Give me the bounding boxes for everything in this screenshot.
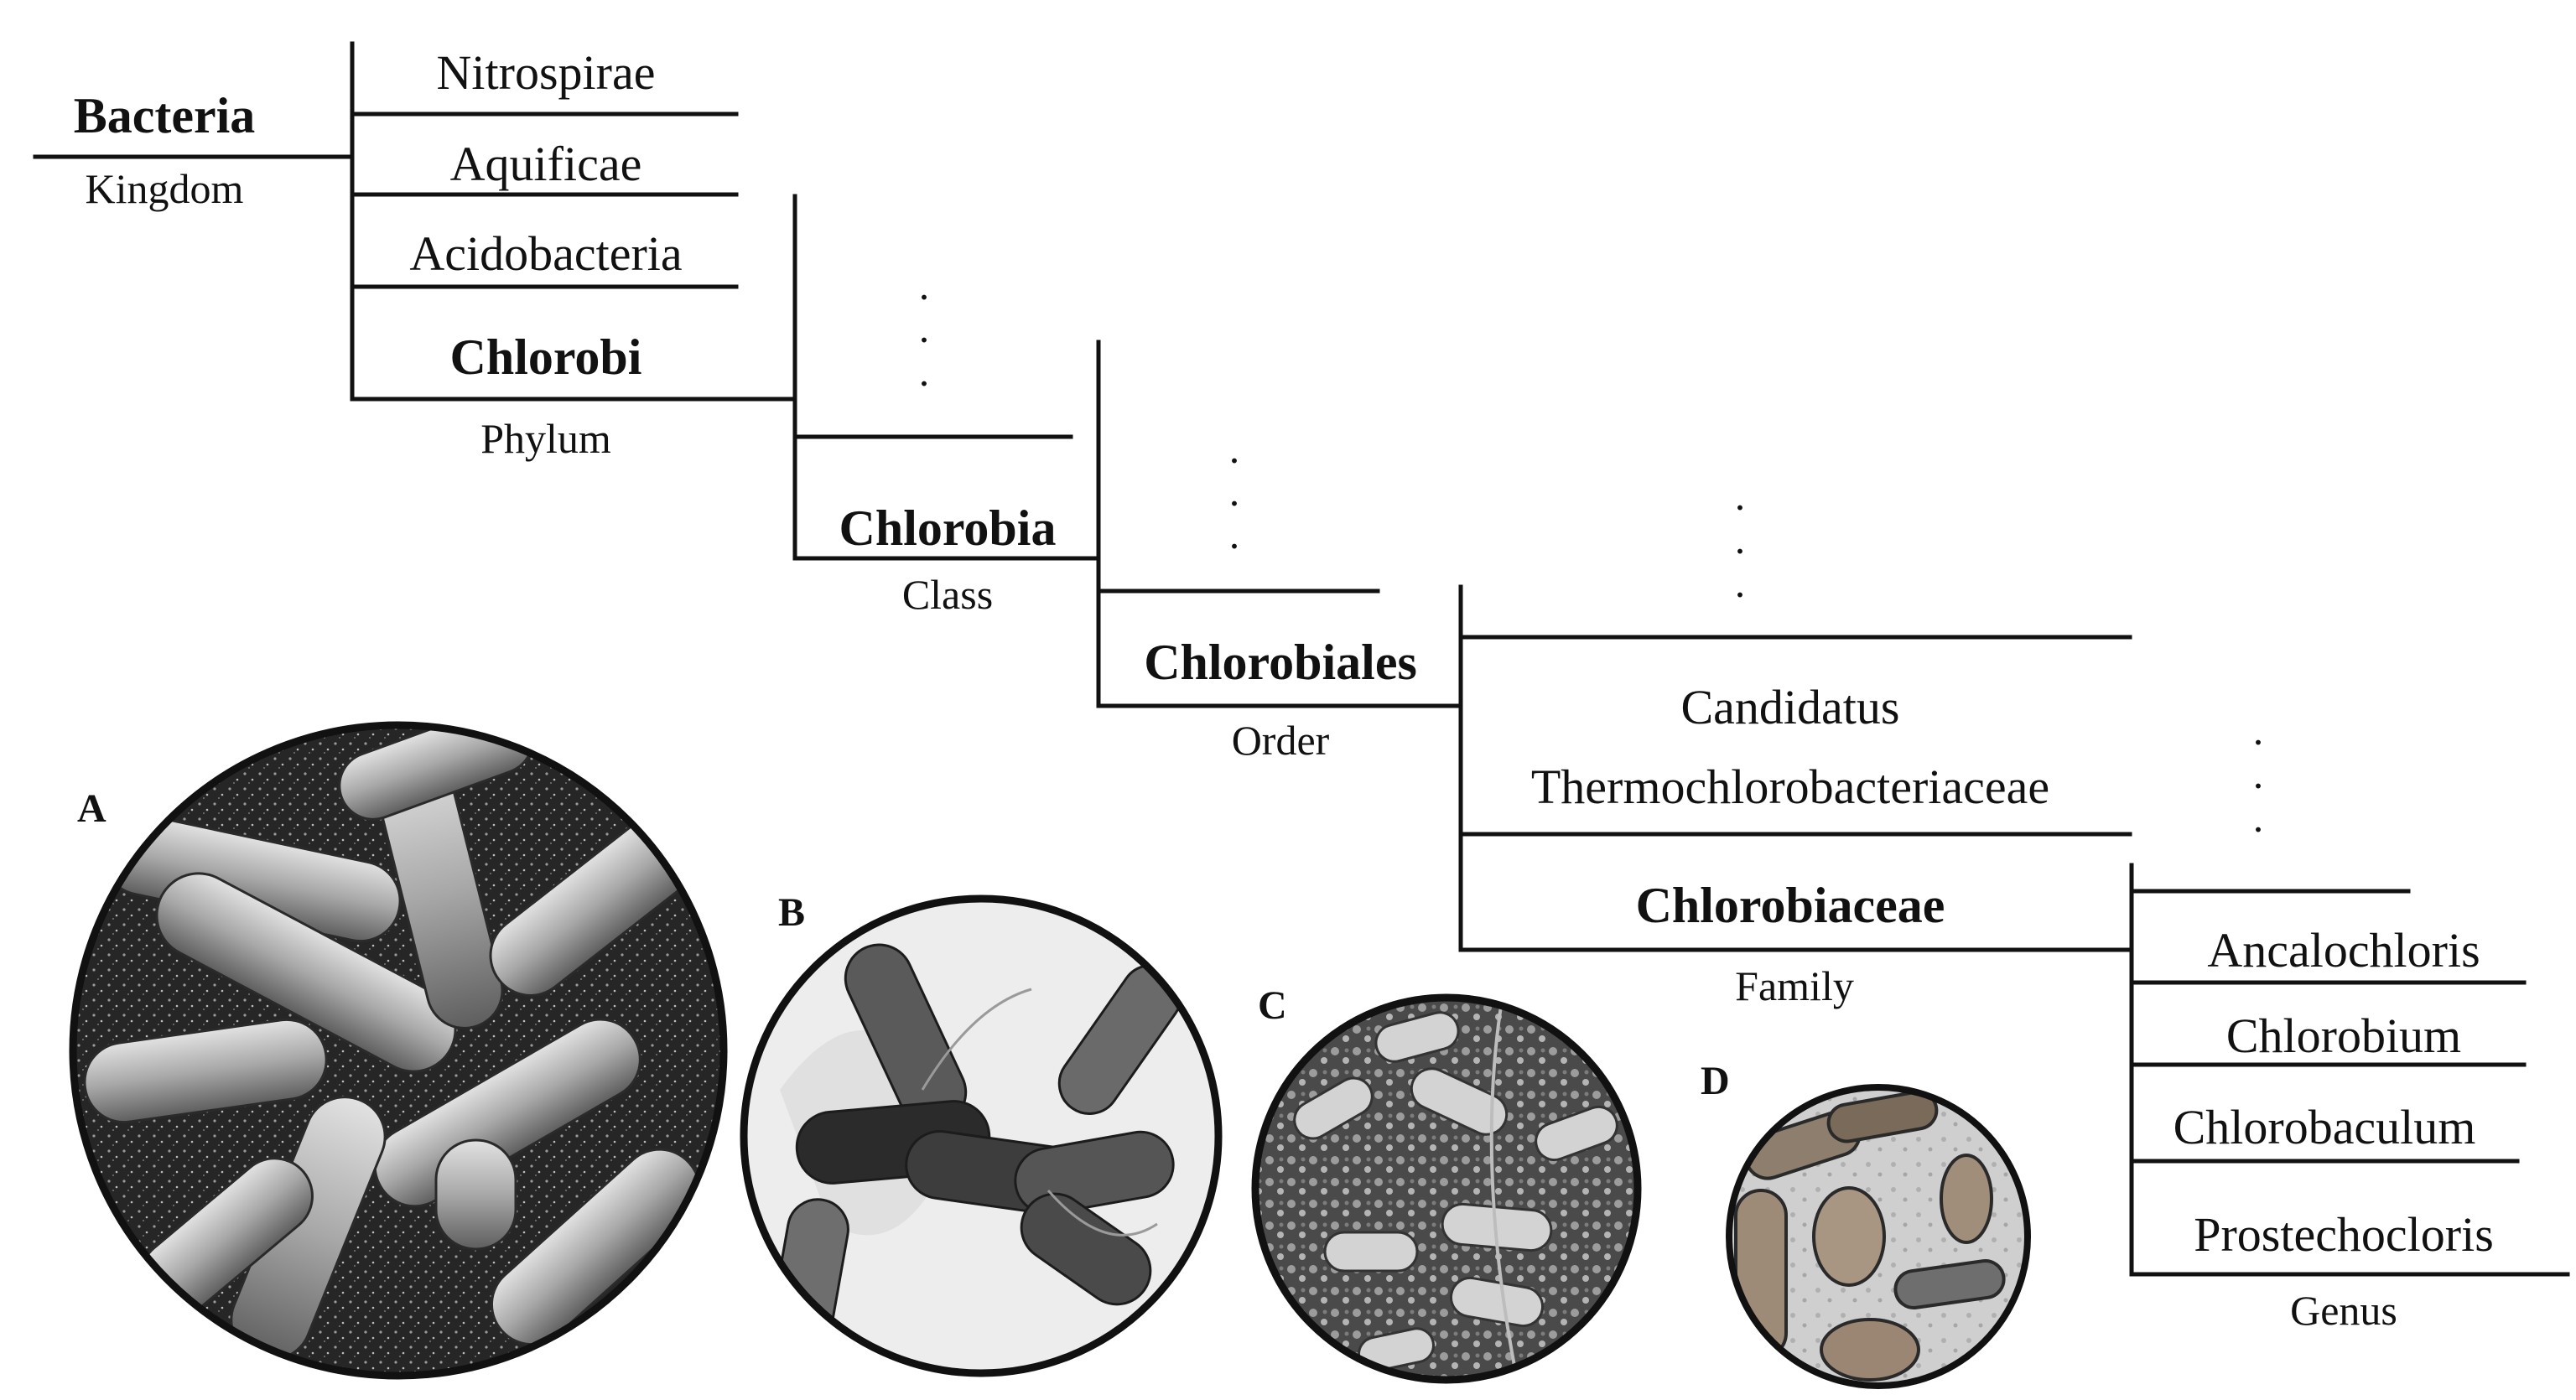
ellipsis-class: . . . <box>1229 425 1240 557</box>
genus-label-chlorobium: Chlorobium <box>2226 1009 2461 1063</box>
kingdom-name: Bacteria <box>74 88 256 143</box>
panel-label-c: C <box>1258 983 1287 1028</box>
genus-label-prostechocloris: Prostechocloris <box>2194 1207 2494 1262</box>
ellipsis-dot: . <box>919 304 930 351</box>
phylum-label-aquificae: Aquificae <box>450 137 642 191</box>
genus-rank: Genus <box>2290 1287 2397 1334</box>
ellipsis-dot: . <box>1735 559 1746 606</box>
phylum-name: Chlorobi <box>450 329 642 385</box>
kingdom-rank: Kingdom <box>86 165 244 212</box>
ellipsis-order: . . . <box>1735 472 1746 606</box>
ellipsis-dot: . <box>1735 472 1746 519</box>
ellipsis-dot: . <box>2253 794 2264 841</box>
ellipsis-dot: . <box>919 348 930 395</box>
ellipsis-dot: . <box>1229 511 1240 557</box>
class-rank: Class <box>902 571 993 618</box>
micrograph-c: C <box>1251 983 1642 1384</box>
genus-label-chlorobaculum: Chlorobaculum <box>2174 1100 2476 1154</box>
family-rank: Family <box>1735 962 1854 1009</box>
ellipsis-phylum: . . . <box>919 262 930 395</box>
family-name: Chlorobiaceae <box>1636 878 1945 933</box>
family-label-thermochlorobacteriaceae: Thermochlorobacteriaceae <box>1531 760 2049 814</box>
panel-label-d: D <box>1701 1059 1730 1103</box>
tree-lines <box>33 41 2570 1277</box>
ellipsis-dot: . <box>2253 707 2264 754</box>
order-name: Chlorobiales <box>1144 635 1417 690</box>
ellipsis-dot: . <box>1229 468 1240 515</box>
ellipsis-dot: . <box>2253 750 2264 797</box>
phylum-rank: Phylum <box>480 415 611 462</box>
micrograph-d: D <box>1701 1059 2031 1389</box>
micrograph-b: B <box>740 890 1223 1377</box>
micrograph-a: A <box>69 721 728 1380</box>
class-name: Chlorobia <box>839 500 1057 556</box>
family-label-candidatus: Candidatus <box>1681 680 1900 734</box>
phylum-label-acidobacteria: Acidobacteria <box>409 226 682 281</box>
panel-label-b: B <box>778 890 805 935</box>
panel-label-a: A <box>77 786 106 831</box>
ellipsis-dot: . <box>919 262 930 309</box>
order-rank: Order <box>1232 717 1330 764</box>
ellipsis-dot: . <box>1229 425 1240 472</box>
ellipsis-family: . . . <box>2253 707 2264 841</box>
genus-label-ancalochloris: Ancalochloris <box>2207 923 2480 977</box>
phylum-label-nitrospirae: Nitrospirae <box>437 45 656 100</box>
rods-b <box>771 943 1183 1351</box>
ellipsis-dot: . <box>1735 516 1746 563</box>
